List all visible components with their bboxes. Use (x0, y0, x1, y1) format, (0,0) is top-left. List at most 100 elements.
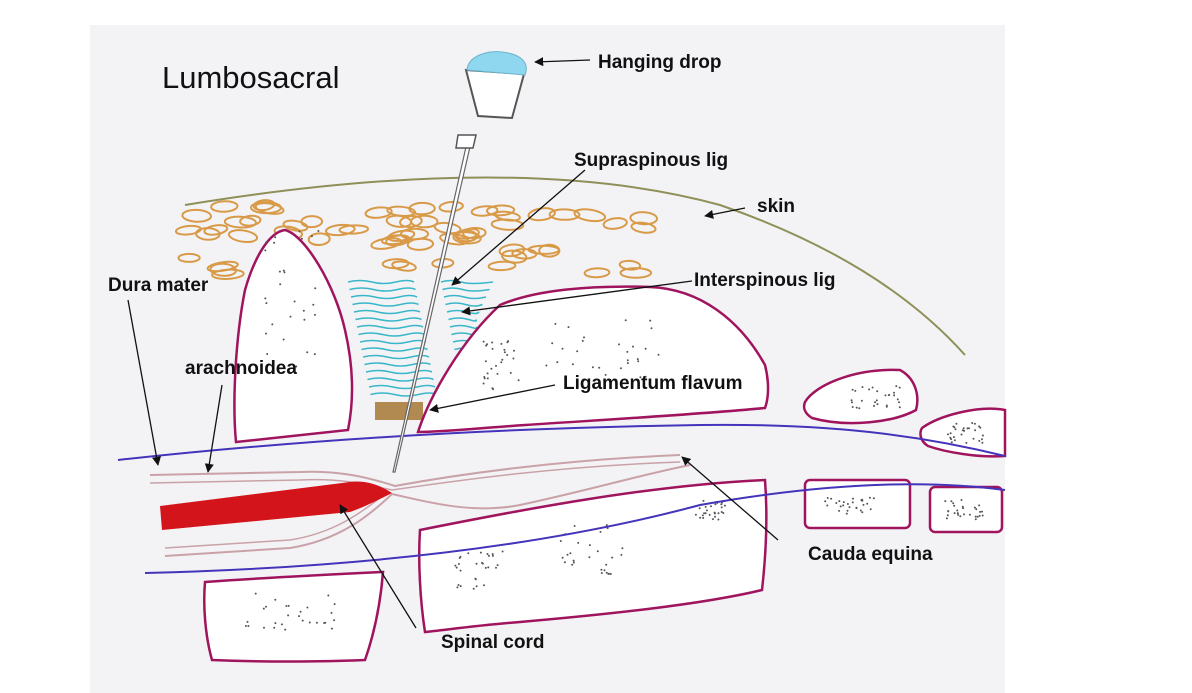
fat-cell (210, 200, 239, 213)
bone-dot (835, 502, 838, 504)
bone-dot (957, 513, 960, 516)
bone-dot (871, 386, 874, 389)
label-supraspinous-lig: Supraspinous lig (574, 150, 728, 171)
interspinous-ligament (347, 279, 494, 397)
bone-dot (884, 394, 887, 397)
bone-dot (979, 426, 982, 429)
bone-dot (500, 361, 503, 364)
bone-dot (978, 504, 981, 507)
bone-dot (596, 550, 599, 553)
bone-dot (491, 553, 494, 556)
bone-dot (244, 625, 247, 627)
fat-cell (452, 231, 482, 245)
fat-cell (462, 226, 487, 240)
bone-dot (838, 509, 841, 512)
bone-dot (850, 399, 853, 402)
bone-dot (953, 512, 956, 515)
bone-dot (264, 249, 267, 252)
bone-dot (657, 353, 660, 356)
vertebral-body-right (417, 478, 768, 634)
interspinous-fiber (361, 347, 428, 352)
bone-dot (874, 401, 877, 404)
arachnoid-lower (164, 464, 691, 557)
bone-dot (503, 351, 506, 354)
vertebra-small-right-upper (802, 368, 919, 425)
bone-dot (845, 512, 848, 515)
bone-dot (855, 406, 858, 409)
bone-dot (848, 506, 851, 509)
bone-dot (611, 556, 614, 559)
bone-dot (712, 518, 714, 521)
label-hanging-drop: Hanging drop (598, 52, 721, 73)
bone-dot (950, 500, 953, 503)
bone-dot (603, 569, 606, 572)
fat-cell (211, 268, 245, 280)
fat-cell (338, 224, 370, 235)
bone-dot (506, 354, 509, 356)
bone-dot (486, 377, 489, 380)
interspinous-fiber (356, 324, 424, 330)
bone-dot (619, 367, 622, 370)
bone-dot (333, 603, 336, 606)
supraspinous-arrow (451, 169, 586, 286)
arachnoidea-arrow (204, 384, 223, 473)
fat-cell (239, 214, 262, 227)
bone-dot (698, 507, 701, 510)
bone-dot (583, 336, 585, 339)
bone-dot (855, 506, 858, 509)
bone-dot (851, 388, 854, 391)
bone-dot (263, 626, 265, 629)
arachnoid-upper-inner (149, 461, 681, 491)
bone-dot (852, 497, 854, 500)
bone-dot (968, 427, 970, 430)
bone-dot (266, 353, 269, 355)
bone-dot (604, 373, 607, 376)
bone-dot (851, 501, 854, 504)
bone-dot (952, 425, 955, 428)
bone-dot (317, 230, 320, 232)
fat-cell (227, 229, 259, 244)
bone-dot (496, 564, 499, 567)
interspinous-fiber (352, 302, 419, 307)
bone-dot (966, 427, 969, 430)
bone-dot (454, 564, 457, 567)
bone-dot (946, 514, 949, 517)
bone-dot (265, 332, 267, 335)
bone-dot (327, 594, 330, 597)
bone-dot (483, 584, 485, 587)
bone-dot (279, 283, 282, 286)
bone-dot (282, 269, 285, 272)
bone-dot (573, 525, 576, 527)
bone-dot (479, 551, 482, 554)
bone-dot (551, 342, 554, 345)
bone-dot (872, 497, 875, 500)
bone-dot (876, 403, 879, 406)
bone-dot (567, 326, 570, 329)
fat-cell (324, 223, 356, 237)
bone-dot (298, 615, 300, 618)
bone-dot (978, 439, 981, 442)
bone-dot (487, 554, 490, 557)
bone-dot (898, 401, 900, 404)
label-cauda-equina: Cauda equina (808, 544, 933, 565)
bone-dot (826, 497, 829, 499)
bone-dot (965, 441, 968, 444)
bone-dot (569, 552, 572, 555)
diagram-title: Lumbosacral (162, 60, 339, 95)
bone-dot (862, 503, 865, 506)
bone-dot (591, 366, 594, 369)
label-skin: skin (757, 196, 795, 217)
bone-dot (459, 585, 462, 588)
bone-dot (605, 571, 608, 574)
bone-stippling (244, 230, 984, 631)
bone-dot (459, 569, 462, 572)
bone-dot (306, 606, 309, 609)
bone-dot (262, 607, 265, 610)
fat-cell (511, 248, 538, 260)
bone-dot (620, 553, 623, 556)
bone-dot (866, 502, 869, 505)
bone-dot (949, 432, 952, 435)
bone-dot (265, 241, 267, 244)
bone-dot (308, 621, 311, 624)
bone-dot (876, 390, 879, 393)
